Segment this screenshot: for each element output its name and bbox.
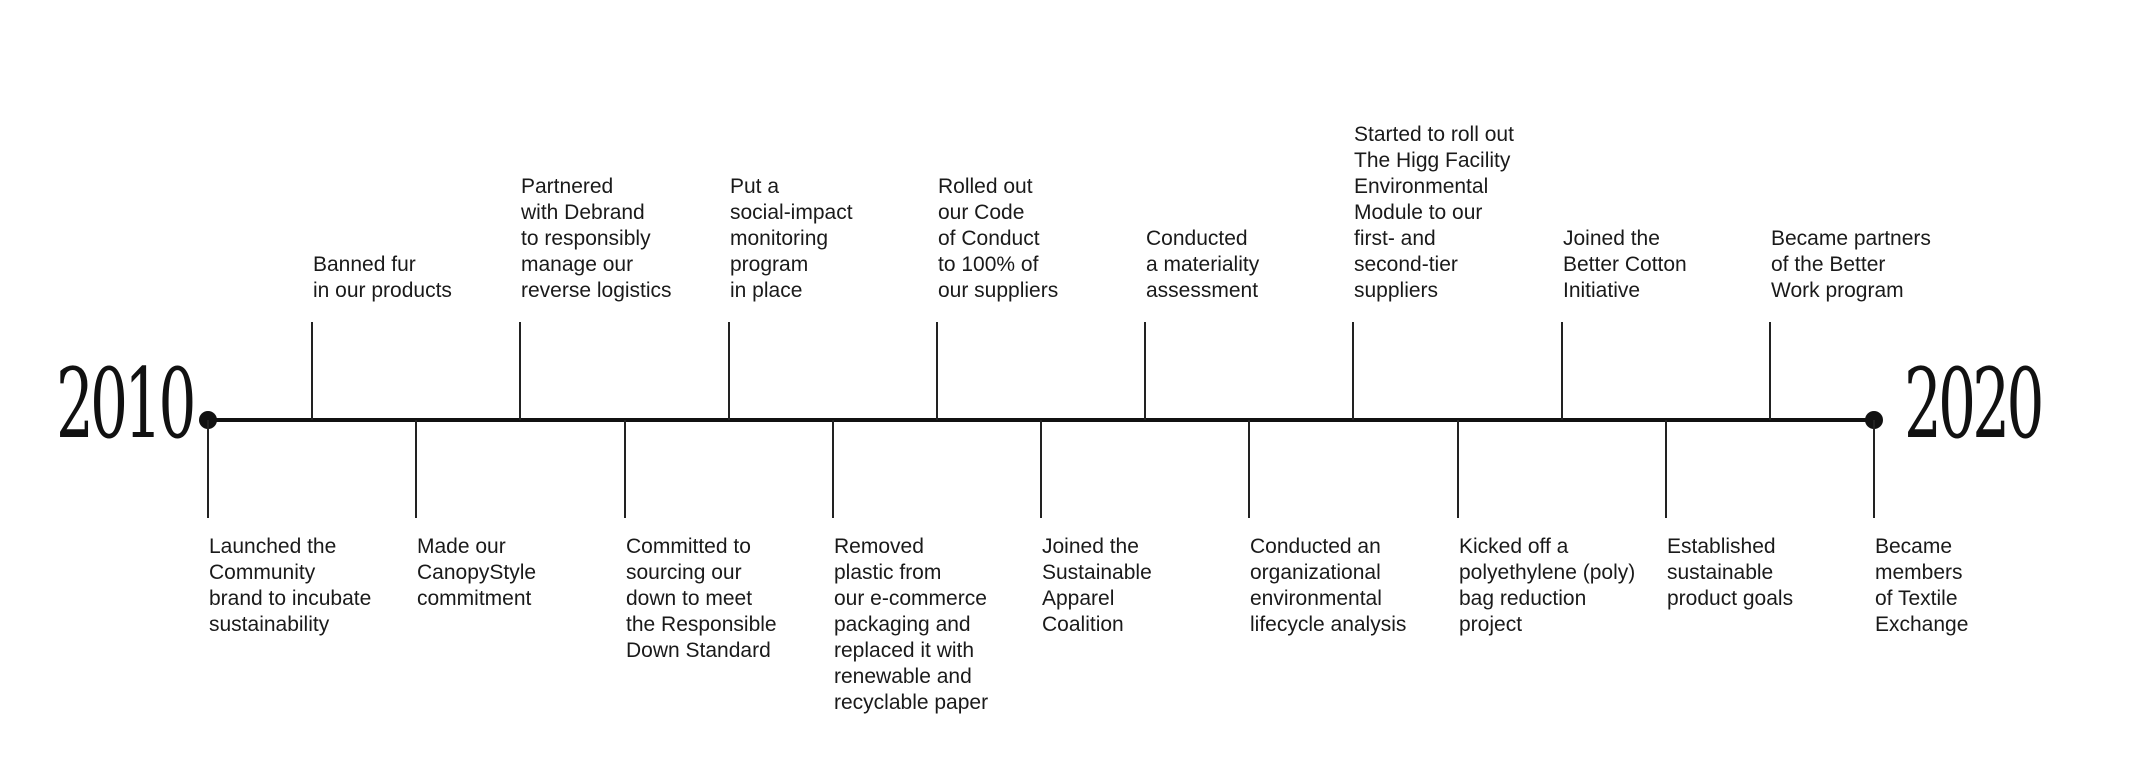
event-tick bbox=[1352, 322, 1354, 420]
event-label: Started to roll out The Higg Facility En… bbox=[1354, 123, 1514, 302]
event-tick bbox=[1561, 322, 1563, 420]
event-label: Established sustainable product goals bbox=[1667, 535, 1794, 610]
event-label: Became members of Textile Exchange bbox=[1875, 535, 1969, 636]
event-tick bbox=[1144, 322, 1146, 420]
event-tick bbox=[207, 420, 209, 518]
event-tick bbox=[1769, 322, 1771, 420]
event-tick bbox=[624, 420, 626, 518]
event-tick bbox=[1873, 420, 1875, 518]
event-tick bbox=[832, 420, 834, 518]
event-tick bbox=[728, 322, 730, 420]
event-tick bbox=[415, 420, 417, 518]
event-label: Committed to sourcing our down to meet t… bbox=[626, 535, 777, 662]
event-tick bbox=[1040, 420, 1042, 518]
event-tick bbox=[311, 322, 313, 420]
start-year-label: 2010 bbox=[56, 348, 196, 460]
event-label: Joined the Better Cotton Initiative bbox=[1563, 227, 1687, 302]
event-label: Rolled out our Code of Conduct to 100% o… bbox=[938, 175, 1059, 302]
event-tick bbox=[1457, 420, 1459, 518]
event-tick bbox=[936, 322, 938, 420]
event-label: Kicked off a polyethylene (poly) bag red… bbox=[1459, 535, 1636, 636]
event-label: Conducted an organizational environmenta… bbox=[1250, 535, 1407, 636]
event-label: Banned fur in our products bbox=[313, 253, 452, 302]
end-year-label: 2020 bbox=[1904, 348, 2044, 460]
event-label: Launched the Community brand to incubate… bbox=[209, 535, 372, 636]
event-label: Removed plastic from our e-commerce pack… bbox=[834, 535, 989, 714]
event-label: Made our CanopyStyle commitment bbox=[417, 535, 537, 610]
event-label: Became partners of the Better Work progr… bbox=[1771, 227, 1931, 302]
event-tick bbox=[1665, 420, 1667, 518]
event-tick bbox=[519, 322, 521, 420]
event-label: Partnered with Debrand to responsibly ma… bbox=[521, 175, 672, 302]
event-label: Conducted a materiality assessment bbox=[1146, 227, 1260, 302]
event-label: Joined the Sustainable Apparel Coalition bbox=[1042, 535, 1152, 636]
event-label: Put a social-impact monitoring program i… bbox=[730, 175, 853, 302]
event-tick bbox=[1248, 420, 1250, 518]
